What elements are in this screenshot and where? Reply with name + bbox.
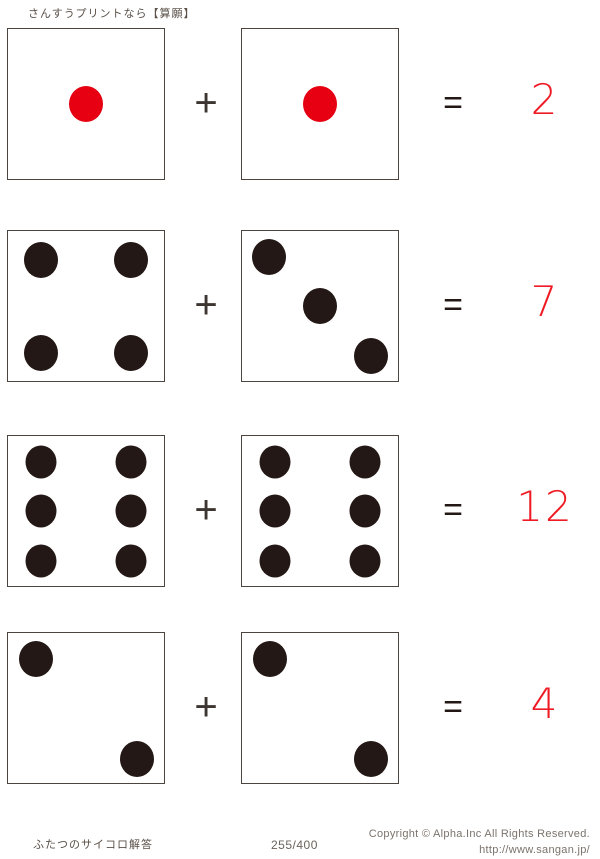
die-pip [349,494,381,528]
die-pip [23,241,58,278]
page-title: さんすうプリントなら【算願】 [28,7,196,20]
problem-row: + = 4 [0,632,600,792]
die-pip [349,445,381,478]
die-pip [354,337,389,374]
answer-value: 12 [516,482,574,531]
die-pip [25,544,57,577]
plus-operator: + [194,685,218,729]
die-pip [114,334,149,371]
answer-value: 4 [530,679,560,728]
die-right [241,435,399,587]
footer-worksheet-label: ふたつのサイコロ解答 [33,838,153,851]
die-pip [25,445,57,478]
die-left [7,435,165,587]
die-pip [114,241,149,278]
die-left [7,230,165,382]
plus-operator: + [194,488,218,532]
plus-operator: + [194,283,218,327]
die-pip [259,494,291,528]
die-right [241,28,399,180]
answer-value: 7 [530,277,560,326]
problem-row: + = 12 [0,435,600,595]
die-pip [23,334,58,371]
die-pip [19,640,54,677]
die-pip [354,741,389,777]
plus-operator: + [194,81,218,125]
die-left [7,632,165,784]
die-right [241,632,399,784]
die-pip [115,494,147,528]
equals-operator: = [443,688,463,726]
die-pip [115,544,147,577]
die-right [241,230,399,382]
die-pip [303,288,337,324]
problem-row: + = 7 [0,230,600,390]
die-pip [259,544,291,577]
die-pip [251,238,286,275]
die-pip [69,86,103,122]
die-pip [115,445,147,478]
footer-page-number: 255/400 [271,838,318,852]
answer-value: 2 [530,75,560,124]
equals-operator: = [443,491,463,529]
die-pip [349,544,381,577]
die-pip [25,494,57,528]
equals-operator: = [443,84,463,122]
die-pip [253,640,288,677]
die-pip [259,445,291,478]
problem-row: + = 2 [0,28,600,188]
equals-operator: = [443,286,463,324]
die-pip [120,741,155,777]
footer-copyright: Copyright © Alpha.Inc All Rights Reserve… [368,828,590,840]
die-pip [303,86,337,122]
die-left [7,28,165,180]
footer-url[interactable]: http://www.sangan.jp/ [479,844,590,856]
